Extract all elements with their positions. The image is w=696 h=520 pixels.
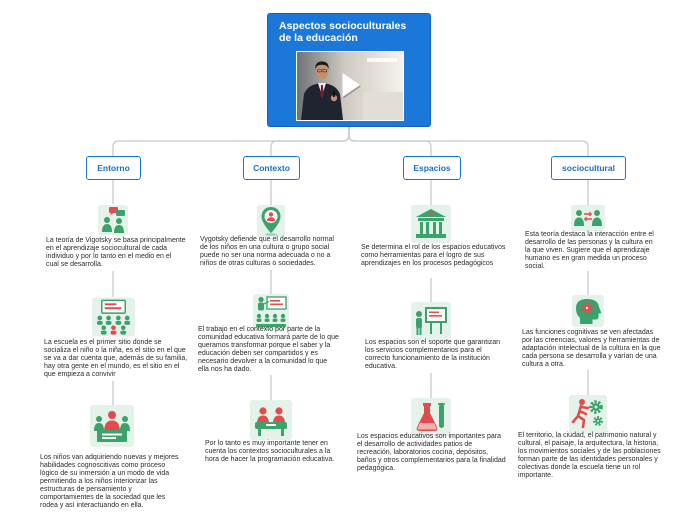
play-icon[interactable]: [341, 72, 363, 100]
contexto-text-2: El trabajo en el contexto por parte de l…: [198, 326, 339, 373]
central-topic[interactable]: Aspectos socioculturales de la educación: [267, 13, 431, 127]
video-thumbnail[interactable]: [296, 51, 404, 121]
entorno-text-3: Los niños van adquiriendo nuevas y mejor…: [40, 454, 179, 509]
location-person-icon: [257, 205, 285, 237]
school-building-icon: [411, 205, 451, 243]
contexto-text-1: Vygotsky defiende que el desarrollo norm…: [200, 236, 334, 267]
branch-sociocultural[interactable]: sociocultural: [551, 156, 626, 180]
whiteboard-icon: [411, 302, 451, 340]
title-line-1: Aspectos socioculturales: [279, 20, 407, 32]
espacios-text-2: Los espacios son el soporte que garantiz…: [365, 339, 501, 370]
sociocultural-text-1: Esta teoría destaca la interacción entre…: [525, 231, 654, 270]
branch-contexto[interactable]: Contexto: [243, 156, 300, 180]
branch-entorno[interactable]: Entorno: [86, 156, 141, 180]
title-line-2: de la educación: [279, 32, 358, 44]
people-exchange-icon: [571, 205, 605, 231]
entorno-text-1: La teoría de Vigotsky se basa principalm…: [46, 237, 186, 268]
lab-flask-icon: [411, 398, 451, 436]
sociocultural-text-3: El territorio, la ciudad, el patrimonio …: [518, 432, 661, 479]
teacher-students-icon: [253, 294, 289, 330]
presentation-icon: [90, 405, 134, 447]
person-gears-icon: [569, 395, 607, 433]
classroom-icon: [92, 297, 135, 337]
central-topic-title: Aspectos socioculturales de la educación: [279, 20, 406, 44]
group-meeting-icon: [250, 400, 292, 440]
entorno-text-2: La escuela es el primer sitio donde se s…: [44, 339, 188, 378]
contexto-text-3: Por lo tanto es muy importante tener en …: [205, 440, 335, 463]
group-chat-icon: [97, 204, 129, 236]
espacios-text-1: Se determina el rol de los espacios educ…: [361, 244, 506, 267]
head-gears-icon: [572, 295, 604, 327]
branch-espacios[interactable]: Espacios: [403, 156, 461, 180]
sociocultural-text-2: Las funciones cognitivas se ven afectada…: [522, 329, 661, 368]
espacios-text-3: Los espacios educativos son importantes …: [357, 433, 506, 472]
